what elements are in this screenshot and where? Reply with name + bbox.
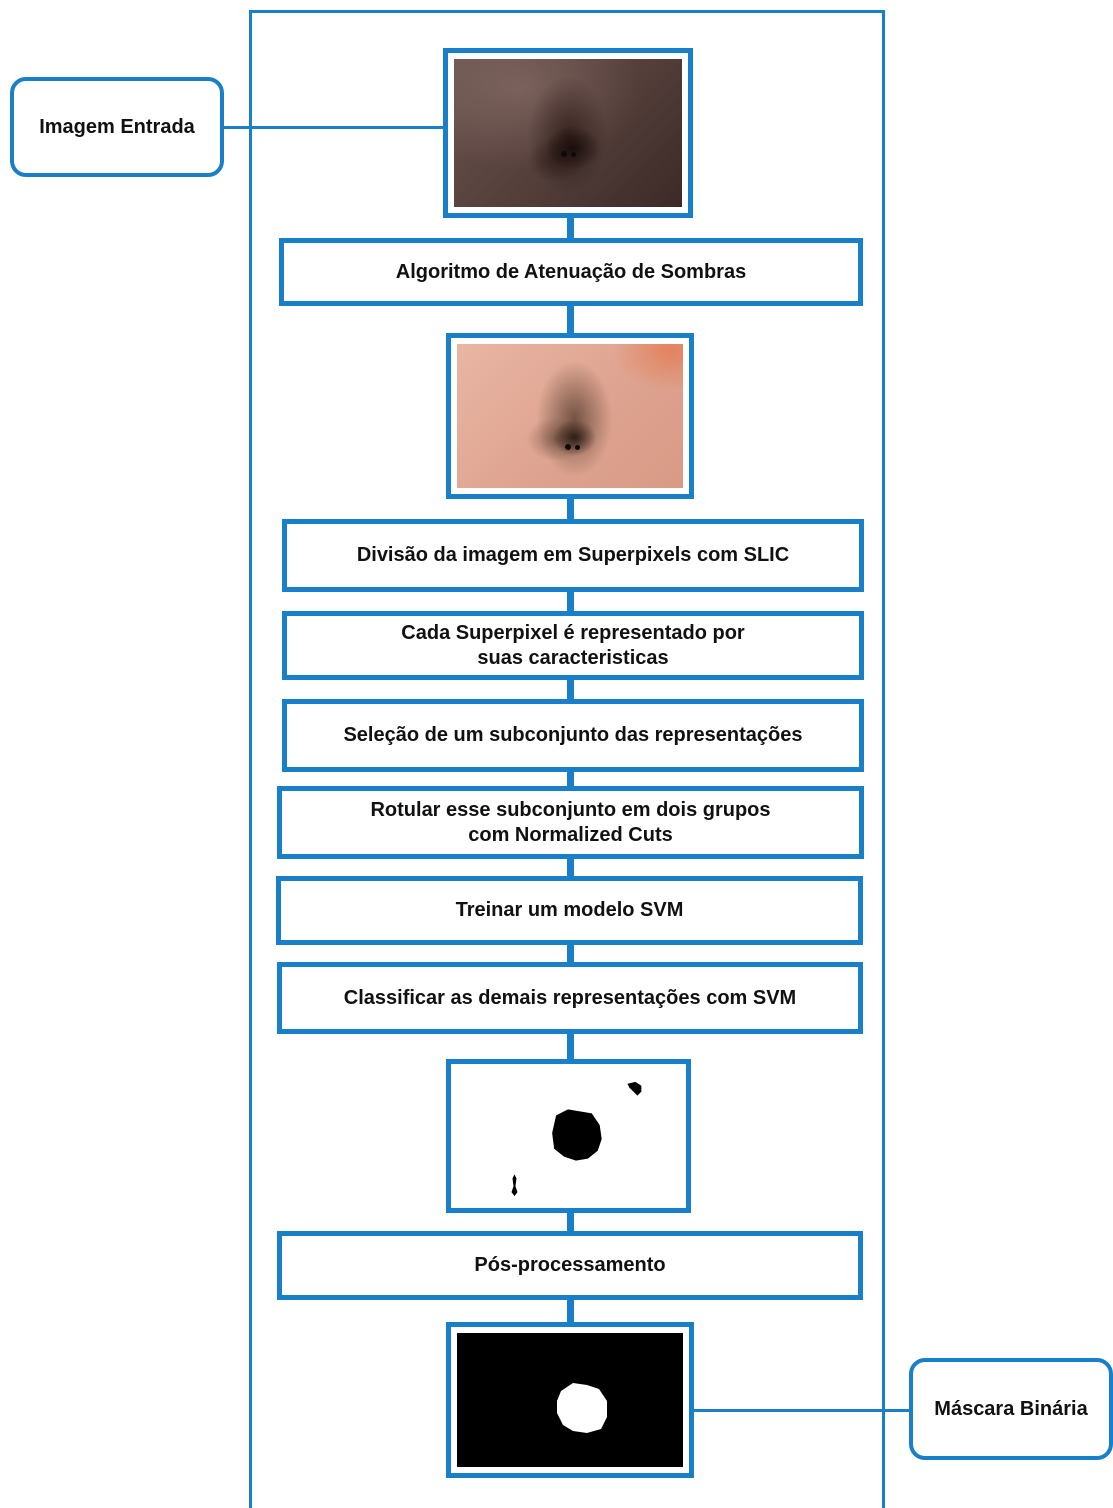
step-normalized-cuts-label: Rotular esse subconjunto em dois grupos … xyxy=(370,798,770,848)
connector-3 xyxy=(567,497,574,521)
step-subset-selection-label: Seleção de um subconjunto das representa… xyxy=(343,723,802,748)
frame-left-line xyxy=(249,10,252,1508)
frame-right-line xyxy=(882,10,885,1508)
callout-input-line xyxy=(222,126,444,129)
input-image-callout-label: Imagem Entrada xyxy=(39,116,195,139)
step-normalized-cuts: Rotular esse subconjunto em dois grupos … xyxy=(277,786,864,859)
input-image-callout: Imagem Entrada xyxy=(10,77,224,177)
connector-5 xyxy=(567,677,574,701)
attenuated-image-frame xyxy=(446,333,694,499)
connector-10 xyxy=(567,1211,574,1233)
connector-1 xyxy=(567,216,574,240)
input-image-frame xyxy=(443,48,693,218)
connector-11 xyxy=(567,1297,574,1325)
step-post-processing-label: Pós-processamento xyxy=(474,1253,665,1278)
classification-mask-image xyxy=(457,1070,680,1202)
step-train-svm-label: Treinar um modelo SVM xyxy=(456,898,684,923)
binary-mask-image xyxy=(457,1333,683,1467)
binary-mask-frame xyxy=(446,1322,694,1478)
output-mask-callout: Máscara Binária xyxy=(909,1358,1113,1460)
step-classify-svm-label: Classificar as demais representações com… xyxy=(344,986,796,1011)
output-mask-callout-label: Máscara Binária xyxy=(934,1398,1087,1421)
step-subset-selection: Seleção de um subconjunto das representa… xyxy=(282,699,864,772)
step-slic-superpixels: Divisão da imagem em Superpixels com SLI… xyxy=(282,519,864,592)
connector-9 xyxy=(567,1031,574,1061)
connector-2 xyxy=(567,303,574,335)
step-classify-svm: Classificar as demais representações com… xyxy=(277,962,863,1034)
connector-8 xyxy=(567,942,574,964)
step-shadow-attenuation-label: Algoritmo de Atenuação de Sombras xyxy=(396,260,746,285)
attenuated-skin-image xyxy=(457,344,683,488)
step-train-svm: Treinar um modelo SVM xyxy=(276,876,863,945)
classification-mask-frame xyxy=(446,1059,691,1213)
connector-7 xyxy=(567,856,574,878)
input-skin-image xyxy=(454,59,682,207)
frame-top-line xyxy=(249,10,885,13)
step-post-processing: Pós-processamento xyxy=(277,1231,863,1300)
step-superpixel-features: Cada Superpixel é representado por suas … xyxy=(282,611,864,680)
connector-4 xyxy=(567,589,574,613)
callout-output-line xyxy=(691,1409,913,1412)
step-slic-superpixels-label: Divisão da imagem em Superpixels com SLI… xyxy=(357,543,789,568)
step-superpixel-features-label: Cada Superpixel é representado por suas … xyxy=(401,621,744,671)
step-shadow-attenuation: Algoritmo de Atenuação de Sombras xyxy=(279,238,863,306)
